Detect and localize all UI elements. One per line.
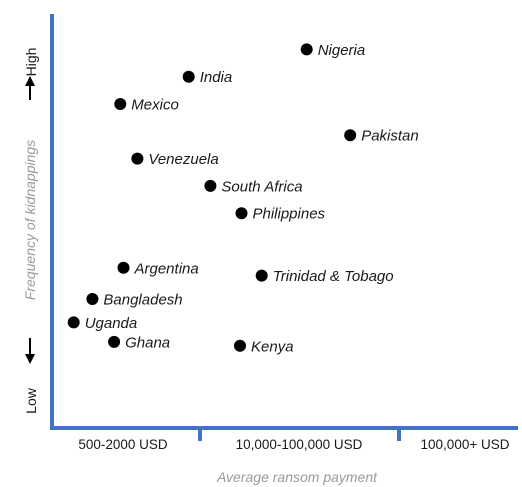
data-point-label: Pakistan [361, 128, 419, 145]
data-point-marker [114, 98, 127, 110]
data-point-marker [86, 293, 99, 305]
data-point-marker [300, 43, 313, 56]
x-axis-title: Average ransom payment [216, 469, 378, 485]
data-point-marker [344, 129, 357, 142]
data-point-label: Bangladesh [103, 292, 182, 309]
data-point-label: Trinidad & Tobago [273, 268, 394, 285]
x-category-label: 10,000-100,000 USD [236, 437, 363, 452]
data-point-label: Uganda [85, 315, 138, 332]
arrow-down-icon [25, 338, 35, 364]
data-point-label: India [200, 69, 233, 86]
data-point-marker [108, 335, 121, 348]
data-point-marker [234, 339, 246, 352]
x-axis-category-labels: 500-2000 USD 10,000-100,000 USD 100,000+… [78, 437, 509, 452]
data-point-label: Argentina [134, 260, 199, 277]
y-high-label: High [23, 48, 39, 77]
x-category-label: 500-2000 USD [78, 437, 168, 452]
data-point-marker [235, 207, 248, 220]
chart-axes [50, 14, 518, 441]
data-point-label: Venezuela [148, 151, 218, 168]
y-low-label: Low [23, 387, 39, 414]
data-point-label: Ghana [125, 334, 170, 351]
data-point-label: South Africa [221, 178, 302, 195]
data-points: NigeriaIndiaMexicoPakistanVenezuelaSouth… [67, 42, 419, 355]
y-axis-annotation: High Frequency of kidnappings Low [22, 48, 39, 414]
data-point-label: Nigeria [318, 42, 366, 59]
data-point-label: Kenya [251, 338, 294, 355]
data-point-marker [67, 316, 80, 329]
data-point-marker [204, 179, 217, 192]
x-category-label: 100,000+ USD [421, 437, 510, 452]
data-point-marker [131, 152, 144, 165]
arrow-up-icon [25, 76, 35, 100]
data-point-label: Philippines [253, 206, 326, 223]
data-point-marker [117, 261, 130, 274]
data-point-marker [182, 70, 195, 83]
y-axis-title: Frequency of kidnappings [22, 140, 38, 300]
data-point-marker [255, 269, 268, 282]
data-point-label: Mexico [131, 97, 179, 114]
